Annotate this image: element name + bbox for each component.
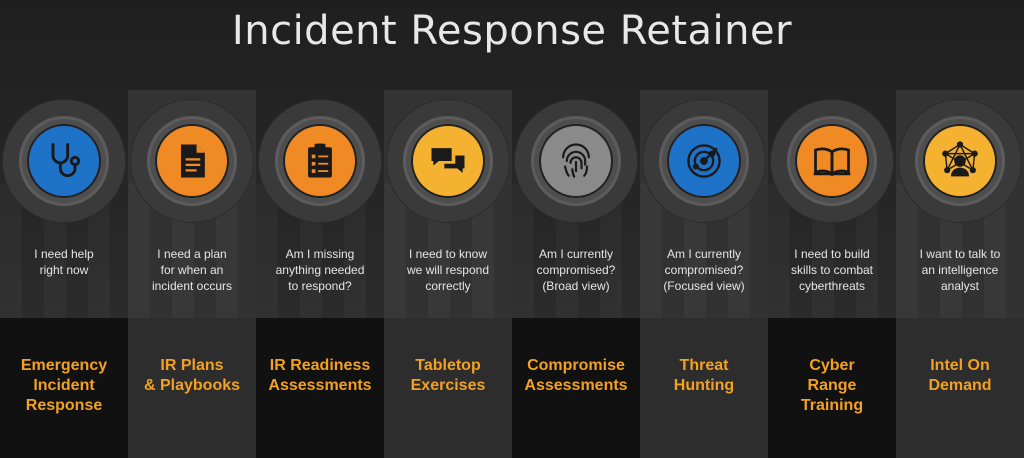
service-line: & Playbooks — [143, 377, 241, 394]
icon-ring — [403, 116, 493, 206]
network-person-icon — [925, 126, 995, 196]
question-line: skills to combat — [790, 263, 874, 277]
question-text: I need help right now — [4, 246, 124, 278]
question-text: Am I currently compromised? (Broad view) — [516, 246, 636, 294]
service-line: Cyber — [809, 357, 855, 374]
question-line: Am I missing — [285, 247, 355, 261]
question-line: an intelligence — [921, 263, 999, 277]
icon-badge — [259, 100, 381, 222]
service-line: Assessments — [524, 377, 628, 394]
question-line: I want to talk to — [919, 247, 1001, 261]
service-line: IR Plans — [160, 357, 224, 374]
question-line: we will respond — [406, 263, 490, 277]
chat-bubbles-icon — [413, 126, 483, 196]
column-lower-panel — [896, 318, 1024, 458]
service-name: IR Plans & Playbooks — [130, 356, 254, 396]
question-line: I need help — [34, 247, 94, 261]
question-line: right now — [39, 263, 89, 277]
icon-badge — [899, 100, 1021, 222]
question-line: compromised? — [664, 263, 744, 277]
icon-ring — [19, 116, 109, 206]
document-icon — [157, 126, 227, 196]
question-line: (Broad view) — [542, 279, 610, 293]
column-lower-panel — [512, 318, 640, 458]
service-column: Am I currently compromised? (Focused view)… — [640, 90, 768, 458]
column-lower-panel — [256, 318, 384, 458]
question-line: for when an — [160, 263, 224, 277]
service-line: Response — [25, 397, 103, 414]
column-lower-panel — [384, 318, 512, 458]
icon-badge — [643, 100, 765, 222]
icon-ring — [275, 116, 365, 206]
service-name: Intel On Demand — [898, 356, 1022, 396]
book-icon — [797, 126, 867, 196]
icon-badge — [131, 100, 253, 222]
question-text: Am I missing anything needed to respond? — [260, 246, 380, 294]
question-line: correctly — [425, 279, 471, 293]
question-line: compromised? — [536, 263, 616, 277]
column-lower-panel — [0, 318, 128, 458]
icon-badge — [771, 100, 893, 222]
page-title: Incident Response Retainer — [231, 8, 793, 54]
question-text: I need a plan for when an incident occurs — [132, 246, 252, 294]
column-lower-panel — [128, 318, 256, 458]
question-line: I need a plan — [157, 247, 227, 261]
checklist-icon — [285, 126, 355, 196]
service-line: Compromise — [527, 357, 625, 374]
fingerprint-icon — [541, 126, 611, 196]
question-text: I need to build skills to combat cyberthre… — [772, 246, 892, 294]
question-text: I need to know we will respond correctly — [388, 246, 508, 294]
service-line: IR Readiness — [269, 357, 371, 374]
service-line: Incident — [33, 377, 95, 394]
service-line: Training — [800, 397, 864, 414]
icon-ring — [787, 116, 877, 206]
icon-ring — [659, 116, 749, 206]
service-column: I need to build skills to combat cyberthre… — [768, 90, 896, 458]
service-line: Range — [807, 377, 857, 394]
service-line: Emergency — [20, 357, 108, 374]
service-line: Hunting — [673, 377, 735, 394]
service-line: Exercises — [410, 377, 486, 394]
icon-badge — [387, 100, 509, 222]
service-line: Assessments — [268, 377, 372, 394]
icon-badge — [515, 100, 637, 222]
column-lower-panel — [768, 318, 896, 458]
question-line: analyst — [940, 279, 980, 293]
service-line: Threat — [679, 357, 729, 374]
column-lower-panel — [640, 318, 768, 458]
question-line: anything needed — [275, 263, 365, 277]
question-line: cyberthreats — [798, 279, 866, 293]
question-line: I need to know — [408, 247, 488, 261]
question-line: Am I currently — [538, 247, 613, 261]
question-text: I want to talk to an intelligence analyst — [900, 246, 1020, 294]
service-line: Demand — [928, 377, 992, 394]
icon-ring — [915, 116, 1005, 206]
question-line: I need to build — [794, 247, 870, 261]
question-line: incident occurs — [151, 279, 233, 293]
radar-icon — [669, 126, 739, 196]
service-line: Tabletop — [415, 357, 481, 374]
service-column: Am I missing anything needed to respond? IR… — [256, 90, 384, 458]
service-column: Am I currently compromised? (Broad view) Co… — [512, 90, 640, 458]
question-text: Am I currently compromised? (Focused view) — [644, 246, 764, 294]
question-line: (Focused view) — [663, 279, 745, 293]
question-line: Am I currently — [666, 247, 741, 261]
icon-ring — [531, 116, 621, 206]
stethoscope-icon — [29, 126, 99, 196]
icon-ring — [147, 116, 237, 206]
question-line: to respond? — [288, 279, 352, 293]
service-line: Intel On — [930, 357, 990, 374]
icon-badge — [3, 100, 125, 222]
